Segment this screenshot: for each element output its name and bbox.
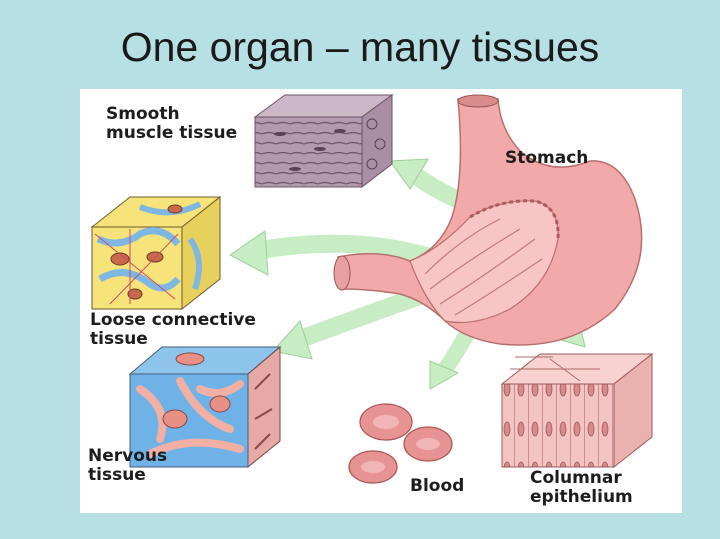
tissue-diagram — [90, 94, 654, 484]
stomach-illustration — [333, 94, 643, 346]
diagram-panel: Smooth muscle tissue Stomach Loose conne… — [80, 89, 682, 513]
label-loose-connective: Loose connective tissue — [90, 310, 256, 349]
slide-title: One organ – many tissues — [120, 24, 600, 70]
nervous-block — [128, 345, 282, 469]
smooth-muscle-block — [253, 94, 394, 189]
label-columnar-epithelium: Columnar epithelium — [530, 468, 633, 507]
label-smooth-muscle: Smooth muscle tissue — [106, 104, 238, 143]
label-nervous: Nervous tissue — [88, 446, 168, 485]
label-blood: Blood — [410, 476, 465, 496]
label-stomach: Stomach — [505, 148, 589, 168]
arrow-to-connective — [229, 230, 439, 276]
loose-connective-block — [90, 195, 222, 311]
blood-cells — [348, 403, 453, 484]
arrow-to-nervous — [272, 285, 434, 360]
columnar-epithelium-block — [500, 352, 654, 469]
